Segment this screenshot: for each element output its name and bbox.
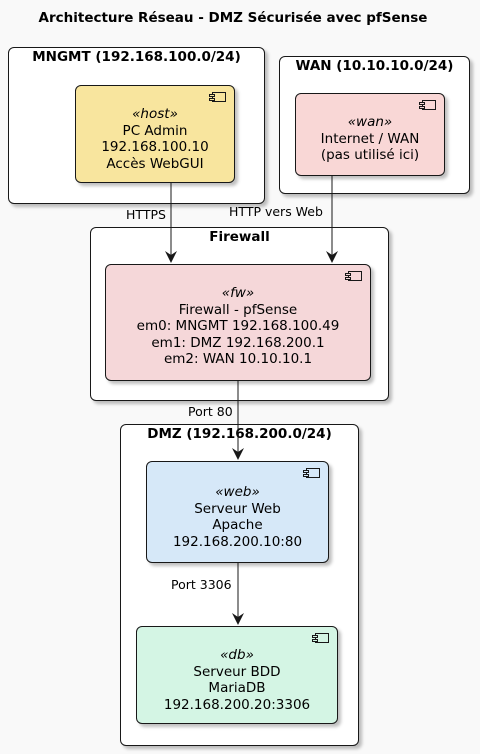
component-icon <box>419 100 436 110</box>
node-db-line: Serveur BDD <box>193 663 281 680</box>
node-fw-stereotype: «fw» <box>221 285 255 301</box>
node-db-line: MariaDB <box>208 680 266 696</box>
node-web-line: Apache <box>212 517 263 533</box>
arrowhead-pc-firewall <box>165 251 177 263</box>
node-pc-line: Accès WebGUI <box>106 155 204 172</box>
arrowhead-wan-firewall <box>326 251 338 263</box>
component-icon <box>345 271 362 281</box>
node-wan-line: Internet / WAN <box>320 130 420 147</box>
node-web-line: Serveur Web <box>194 500 281 517</box>
node-fw-line: em0: MNGMT 192.168.100.49 <box>136 318 340 334</box>
component-icon <box>303 468 320 478</box>
node-pc-admin: «host» PC Admin 192.168.100.10 Accès Web… <box>75 85 235 183</box>
component-icon <box>209 92 226 102</box>
node-pc-line: PC Admin <box>122 122 188 139</box>
node-db-server: «db» Serveur BDD MariaDB 192.168.200.20:… <box>136 626 338 724</box>
package-wan-label: WAN (10.10.10.0/24) <box>295 58 454 74</box>
node-firewall-pfsense: «fw» Firewall - pfSense em0: MNGMT 192.1… <box>105 264 371 381</box>
node-web-server: «web» Serveur Web Apache 192.168.200.10:… <box>146 461 329 563</box>
package-dmz-label: DMZ (192.168.200.0/24) <box>147 426 332 442</box>
node-internet-wan: «wan» Internet / WAN (pas utilisé ici) <box>295 93 445 176</box>
arrowhead-firewall-web <box>232 448 244 460</box>
package-firewall-label: Firewall <box>209 229 270 245</box>
edge-label-http-web: HTTP vers Web <box>229 204 323 219</box>
node-wan-stereotype: «wan» <box>347 114 393 130</box>
package-mngmt-label: MNGMT (192.168.100.0/24) <box>32 49 241 65</box>
node-db-line: 192.168.200.20:3306 <box>163 696 311 713</box>
node-web-stereotype: «web» <box>215 484 260 500</box>
node-fw-line: em2: WAN 10.10.10.1 <box>163 351 313 367</box>
component-icon <box>312 633 329 643</box>
node-wan-line: (pas utilisé ici) <box>320 147 420 163</box>
edge-label-port-3306: Port 3306 <box>171 577 232 592</box>
node-fw-line: Firewall - pfSense <box>178 301 298 318</box>
edge-label-https: HTTPS <box>126 207 166 222</box>
node-db-stereotype: «db» <box>220 647 254 663</box>
node-pc-stereotype: «host» <box>132 106 178 122</box>
edge-label-port-80: Port 80 <box>188 404 233 419</box>
node-web-line: 192.168.200.10:80 <box>172 533 303 550</box>
arrowhead-web-db <box>232 613 244 625</box>
diagram-title: Architecture Réseau - DMZ Sécurisée avec… <box>38 10 428 26</box>
node-pc-line: 192.168.100.10 <box>101 139 209 155</box>
node-fw-line: em1: DMZ 192.168.200.1 <box>151 334 325 351</box>
